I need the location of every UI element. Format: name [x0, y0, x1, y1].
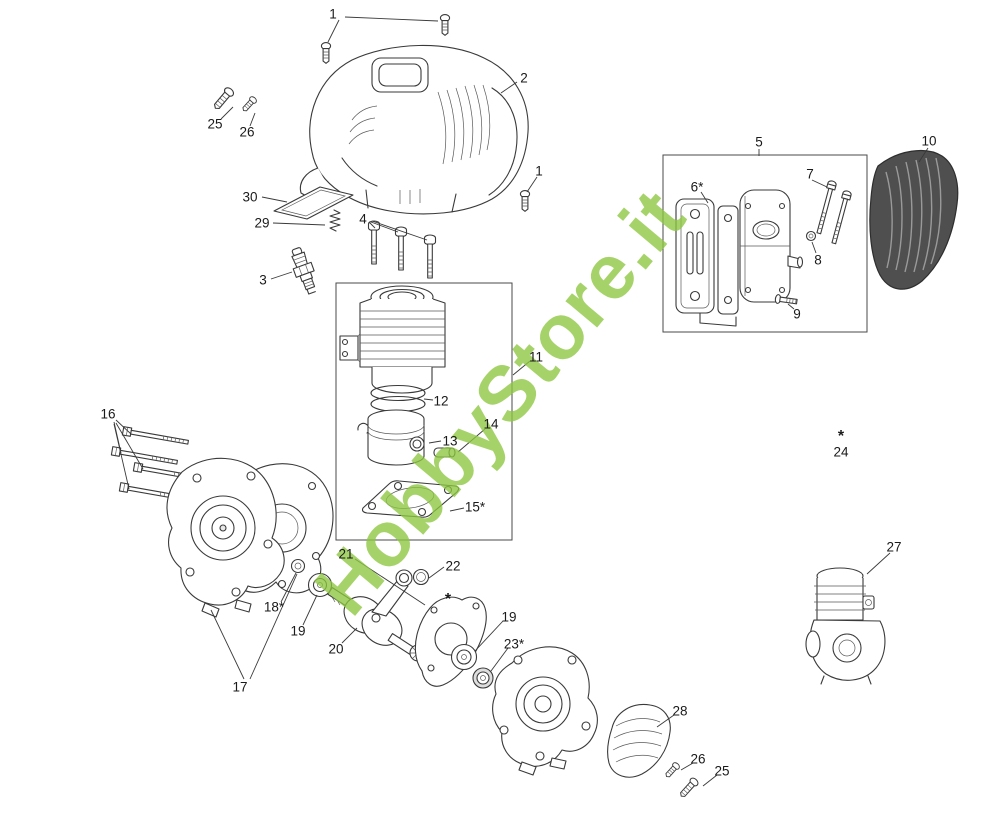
callout-part-25b: 25: [714, 763, 730, 779]
callout-part-15: 15*: [464, 499, 486, 515]
part-needle-bearing-22: [412, 568, 430, 586]
part-bolts-4: [367, 220, 437, 279]
callout-part-2: 2: [520, 70, 528, 86]
part-screw-26-bottom: [663, 760, 682, 780]
part-screw-25-bottom: [677, 776, 701, 800]
part-cylinder-gasket: [361, 480, 460, 518]
callout-part-6: 6*: [690, 179, 704, 195]
callout-part-14: 14: [483, 416, 499, 432]
callout-part-20: 20: [328, 641, 344, 657]
callout-star-21: *: [444, 591, 452, 608]
part-muffler-body: [739, 189, 804, 303]
part-crankcase-right-half: [492, 646, 598, 776]
callout-part-21: 21: [338, 546, 354, 562]
callout-part-19b: 19: [501, 609, 517, 625]
part-screw-25-top: [210, 85, 236, 113]
callout-part-12: 12: [433, 393, 449, 409]
callout-part-29: 29: [254, 215, 270, 231]
callout-part-13: 13: [442, 433, 458, 449]
part-cylinder: [339, 285, 446, 394]
part-washer-8: [805, 230, 817, 242]
leader-lines: [113, 16, 929, 787]
part-washer-18: [290, 558, 306, 574]
part-gasket-30: [273, 186, 354, 220]
callout-part-28: 28: [672, 703, 688, 719]
muffler-kit-box: [662, 154, 868, 333]
callout-part-27: 27: [886, 539, 902, 555]
callout-part-26b: 26: [690, 751, 706, 767]
part-spark-plug: [291, 247, 316, 295]
callout-part-11: 11: [528, 349, 544, 365]
callout-part-16: 16: [100, 406, 116, 422]
callout-part-5: 5: [755, 134, 763, 150]
callout-part-24: 24: [833, 444, 849, 460]
part-circlip: [357, 422, 370, 434]
callout-part-19a: 19: [290, 623, 306, 639]
part-bearing-19-right: [450, 643, 478, 671]
callout-star-24: *: [837, 428, 845, 445]
callout-part-10: 10: [921, 133, 937, 149]
callout-part-7: 7: [806, 166, 814, 182]
callout-part-26: 26: [239, 124, 255, 140]
callout-part-9: 9: [793, 306, 801, 322]
callout-part-18: 18*: [263, 599, 285, 615]
callout-part-1b: 1: [535, 163, 543, 179]
callout-part-4: 4: [359, 211, 367, 227]
cylinder-kit-box: [335, 282, 513, 541]
part-bearing-19-left: [307, 572, 333, 598]
part-piston: [367, 409, 425, 466]
part-muffler-plate: [699, 205, 739, 327]
callout-part-1: 1: [329, 6, 337, 22]
callout-part-30: 30: [242, 189, 258, 205]
part-short-block: [805, 567, 886, 685]
callout-part-17: 17: [232, 679, 248, 695]
callout-part-22: 22: [445, 558, 461, 574]
part-starter-cover: [607, 703, 671, 778]
part-oil-seal-23: [472, 667, 494, 689]
callout-part-23: 23*: [503, 636, 525, 652]
part-spring-29: [329, 209, 341, 232]
part-wrist-pin: [433, 447, 456, 458]
part-muffler-screws-7: [814, 179, 853, 245]
part-screw-26-top: [240, 94, 259, 114]
part-muffler-gasket: [675, 198, 715, 314]
part-heat-shield: [869, 149, 959, 290]
callout-part-3: 3: [259, 272, 267, 288]
callout-part-8: 8: [814, 252, 822, 268]
part-engine-cover: [299, 44, 529, 215]
callout-part-25: 25: [207, 116, 223, 132]
part-crankcase-front-half: [166, 457, 285, 618]
